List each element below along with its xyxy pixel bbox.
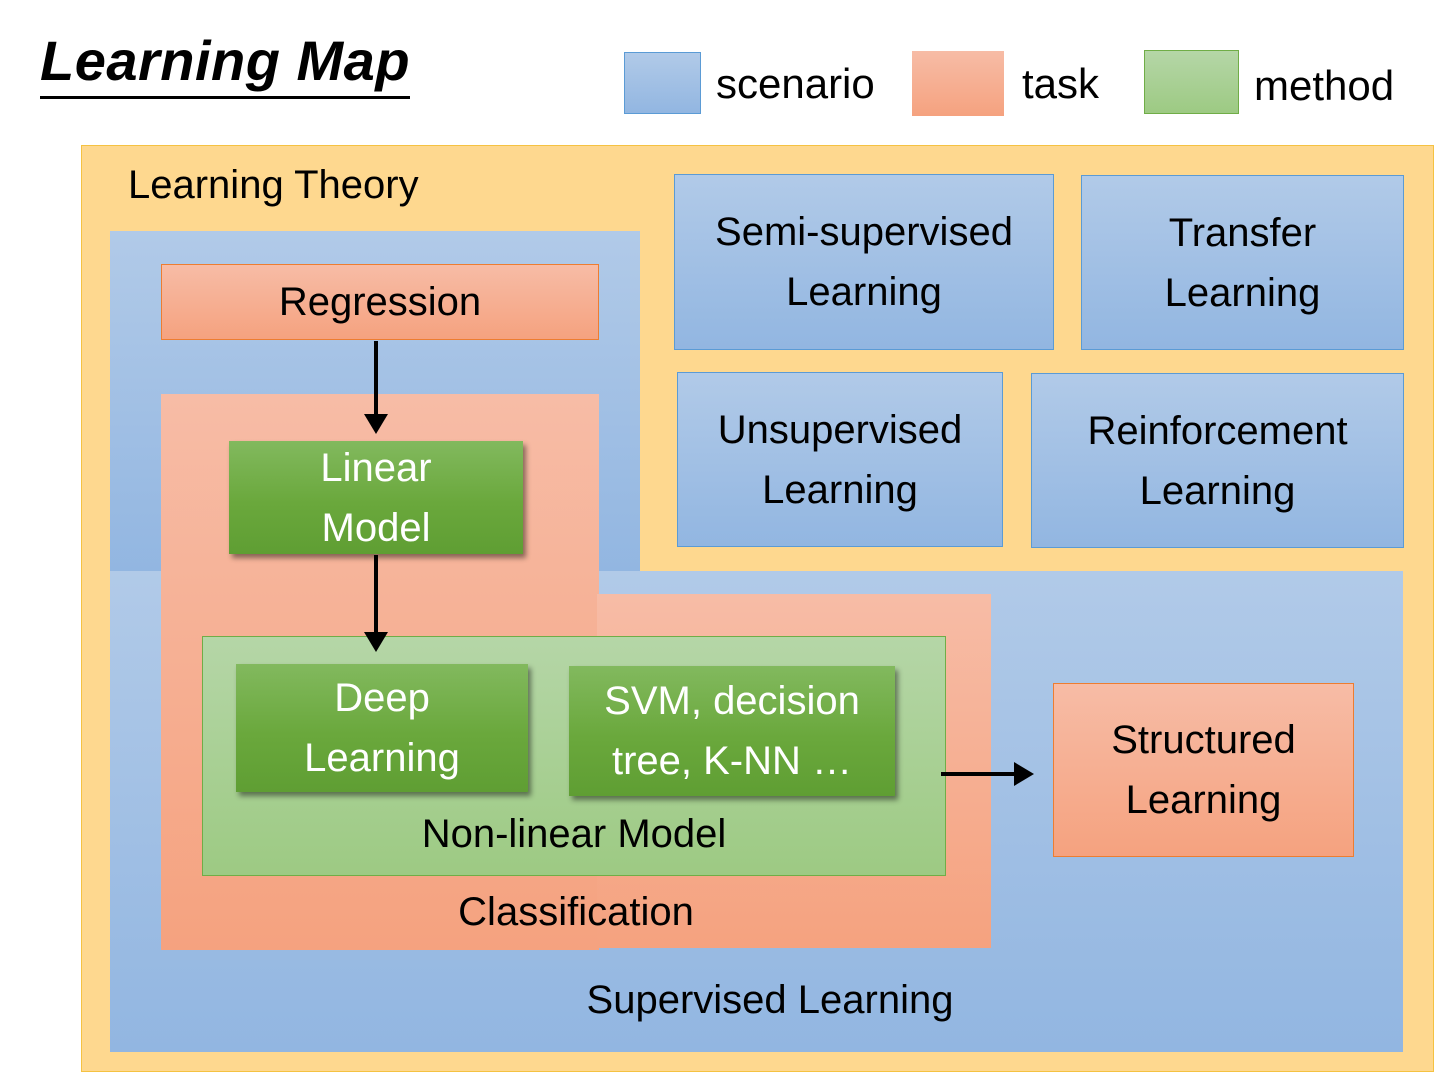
supervised-learning-label: Supervised Learning — [586, 978, 954, 1022]
linear-model-box[interactable]: Linear Model — [229, 441, 523, 554]
legend-label-task: task — [1022, 60, 1100, 107]
legend-label-scenario: scenario — [716, 60, 875, 107]
legend-swatch-method — [1144, 50, 1239, 114]
deep-learning-label-line1: Deep — [334, 676, 430, 720]
reinforcement-label-line2: Learning — [1139, 468, 1296, 513]
regression-box[interactable]: Regression — [161, 264, 599, 340]
unsupervised-learning-box[interactable]: Unsupervised Learning — [677, 372, 1003, 547]
linear-model-label-line1: Linear — [320, 445, 432, 490]
transfer-label-line2: Learning — [1164, 270, 1321, 315]
linear-model-label-line2: Model — [321, 505, 431, 550]
semi-supervised-label-line2: Learning — [786, 270, 942, 314]
unsupervised-label-line2: Learning — [762, 467, 918, 512]
learning-theory-label: Learning Theory — [128, 163, 419, 207]
page-title: Learning Map — [40, 28, 411, 99]
reinforcement-label-line1: Reinforcement — [1087, 408, 1348, 453]
unsupervised-label-line1: Unsupervised — [717, 407, 963, 452]
svm-decision-tree-knn-box[interactable]: SVM, decision tree, K-NN … — [569, 666, 895, 796]
classification-label: Classification — [458, 890, 694, 934]
structured-learning-label-line1: Structured — [1111, 718, 1296, 762]
structured-learning-box[interactable]: Structured Learning — [1053, 683, 1354, 857]
svm-label-line1: SVM, decision — [604, 679, 860, 723]
structured-learning-label-line2: Learning — [1125, 778, 1282, 822]
legend-label-method: method — [1254, 62, 1395, 109]
deep-learning-box[interactable]: Deep Learning — [236, 664, 528, 792]
legend-swatch-scenario — [624, 52, 701, 114]
semi-supervised-label-line1: Semi-supervised — [715, 210, 1013, 254]
legend-swatch-task — [912, 51, 1004, 116]
non-linear-model-label: Non-linear Model — [421, 812, 727, 856]
semi-supervised-learning-box[interactable]: Semi-supervised Learning — [674, 174, 1054, 350]
reinforcement-learning-box[interactable]: Reinforcement Learning — [1031, 373, 1404, 548]
deep-learning-label-line2: Learning — [304, 736, 460, 780]
svm-label-line2: tree, K-NN … — [611, 739, 853, 783]
regression-label: Regression — [278, 280, 482, 324]
transfer-label-line1: Transfer — [1168, 210, 1317, 255]
transfer-learning-box[interactable]: Transfer Learning — [1081, 175, 1404, 350]
